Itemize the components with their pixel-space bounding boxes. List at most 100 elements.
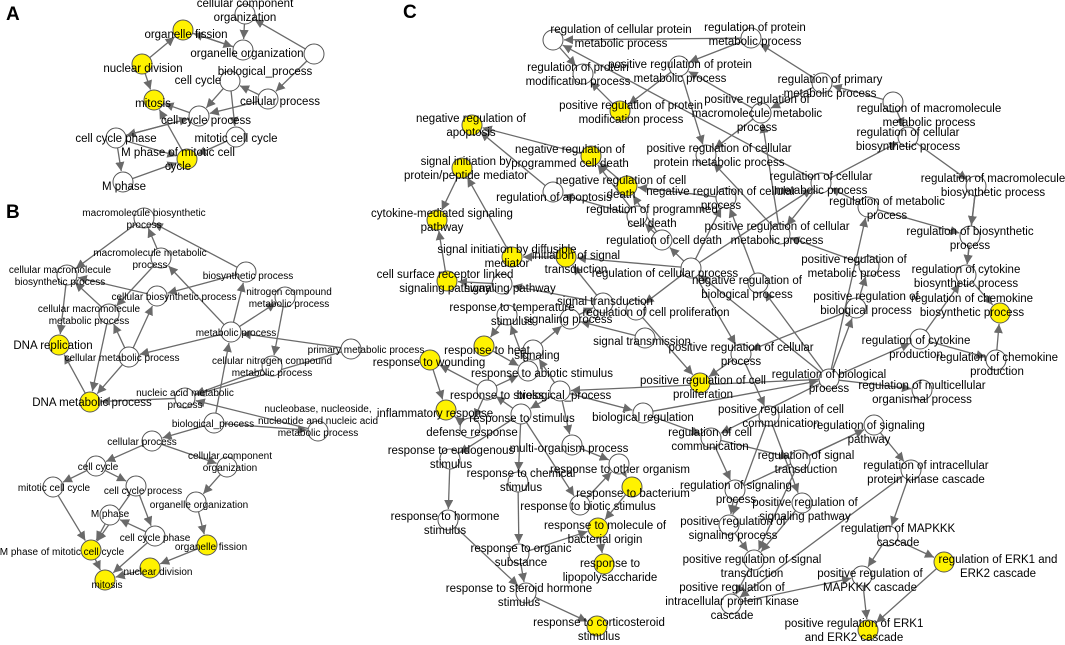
go-term-node[interactable]: [219, 70, 241, 92]
go-term-node[interactable]: [877, 525, 899, 547]
go-term-node[interactable]: [668, 55, 690, 77]
go-term-node[interactable]: [769, 223, 791, 245]
go-term-node[interactable]: [515, 582, 537, 604]
go-term-node[interactable]: [569, 494, 591, 516]
go-term-node[interactable]: [747, 272, 769, 294]
go-term-node[interactable]: [235, 261, 257, 283]
go-term-node[interactable]: [724, 479, 746, 501]
go-term-node[interactable]: [174, 387, 196, 409]
go-term-node[interactable]: [810, 172, 832, 194]
go-term-node[interactable]: [858, 255, 880, 277]
go-term-node[interactable]: [105, 127, 127, 149]
go-term-node[interactable]: [758, 405, 780, 427]
go-term-node[interactable]: [720, 593, 742, 615]
go-term-node[interactable]: [141, 430, 163, 452]
go-term-node[interactable]: [507, 471, 529, 493]
go-term-node[interactable]: [900, 459, 922, 481]
go-term-node[interactable]: [750, 102, 772, 124]
go-term-node[interactable]: [146, 285, 168, 307]
go-term-node[interactable]: [911, 379, 933, 401]
go-term-node[interactable]: [185, 491, 207, 513]
go-term-node[interactable]: [857, 619, 879, 641]
go-term-node[interactable]: [909, 328, 931, 350]
go-term-node[interactable]: [634, 327, 656, 349]
go-term-node[interactable]: [933, 551, 955, 573]
go-term-node[interactable]: [625, 299, 647, 321]
go-term-node[interactable]: [593, 553, 615, 575]
go-term-node[interactable]: [730, 343, 752, 365]
go-term-node[interactable]: [818, 368, 840, 390]
go-term-node[interactable]: [42, 476, 64, 498]
go-term-node[interactable]: [851, 565, 873, 587]
go-term-node[interactable]: [435, 399, 457, 421]
go-term-node[interactable]: [740, 27, 762, 49]
go-term-node[interactable]: [845, 297, 867, 319]
go-term-node[interactable]: [426, 209, 448, 231]
go-term-node[interactable]: [125, 475, 147, 497]
go-term-node[interactable]: [989, 302, 1011, 324]
go-term-node[interactable]: [559, 308, 581, 330]
go-term-node[interactable]: [572, 63, 594, 85]
go-term-node[interactable]: [965, 175, 987, 197]
go-term-node[interactable]: [307, 420, 329, 442]
go-term-node[interactable]: [85, 455, 107, 477]
go-term-node[interactable]: [196, 534, 218, 556]
go-term-node[interactable]: [522, 339, 544, 361]
go-term-node[interactable]: [811, 72, 833, 94]
go-term-node[interactable]: [232, 39, 254, 61]
go-term-node[interactable]: [508, 543, 530, 565]
go-term-node[interactable]: [959, 225, 981, 247]
go-term-node[interactable]: [150, 247, 172, 269]
go-term-node[interactable]: [473, 335, 495, 357]
go-term-node[interactable]: [419, 349, 441, 371]
go-term-node[interactable]: [133, 207, 155, 229]
go-term-node[interactable]: [510, 403, 532, 425]
go-term-node[interactable]: [143, 89, 165, 111]
go-term-node[interactable]: [225, 126, 247, 148]
go-term-node[interactable]: [496, 304, 518, 326]
go-term-node[interactable]: [632, 402, 654, 424]
go-term-node[interactable]: [476, 379, 498, 401]
go-term-node[interactable]: [695, 144, 717, 166]
go-term-node[interactable]: [216, 456, 238, 478]
go-term-node[interactable]: [680, 257, 702, 279]
go-term-node[interactable]: [439, 448, 461, 470]
go-term-node[interactable]: [80, 539, 102, 561]
go-term-node[interactable]: [451, 157, 473, 179]
go-term-node[interactable]: [79, 391, 101, 413]
go-term-node[interactable]: [118, 346, 140, 368]
go-term-node[interactable]: [461, 114, 483, 136]
go-term-node[interactable]: [176, 148, 198, 170]
go-term-node[interactable]: [743, 549, 765, 571]
go-term-node[interactable]: [56, 264, 78, 286]
go-term-node[interactable]: [955, 264, 977, 286]
go-term-node[interactable]: [587, 517, 609, 539]
go-term-node[interactable]: [261, 355, 283, 377]
go-term-node[interactable]: [98, 303, 120, 325]
go-term-node[interactable]: [220, 321, 242, 343]
go-term-node[interactable]: [555, 246, 577, 268]
go-term-node[interactable]: [616, 175, 638, 197]
go-term-node[interactable]: [626, 205, 648, 227]
go-term-node[interactable]: [700, 427, 722, 449]
go-term-node[interactable]: [203, 412, 225, 434]
go-term-node[interactable]: [340, 338, 362, 360]
go-term-node[interactable]: [857, 196, 879, 218]
go-term-node[interactable]: [491, 273, 513, 295]
go-term-node[interactable]: [99, 504, 121, 526]
go-term-node[interactable]: [621, 476, 643, 498]
go-term-node[interactable]: [131, 53, 153, 75]
go-term-node[interactable]: [882, 91, 904, 113]
go-term-node[interactable]: [689, 372, 711, 394]
go-term-node[interactable]: [48, 334, 70, 356]
go-term-node[interactable]: [274, 286, 296, 308]
go-term-node[interactable]: [609, 100, 631, 122]
go-term-node[interactable]: [112, 171, 134, 193]
go-term-node[interactable]: [789, 449, 811, 471]
go-term-node[interactable]: [139, 557, 161, 579]
go-term-node[interactable]: [791, 492, 813, 514]
go-term-node[interactable]: [580, 145, 602, 167]
go-term-node[interactable]: [542, 29, 564, 51]
go-term-node[interactable]: [94, 569, 116, 591]
go-term-node[interactable]: [542, 181, 564, 203]
